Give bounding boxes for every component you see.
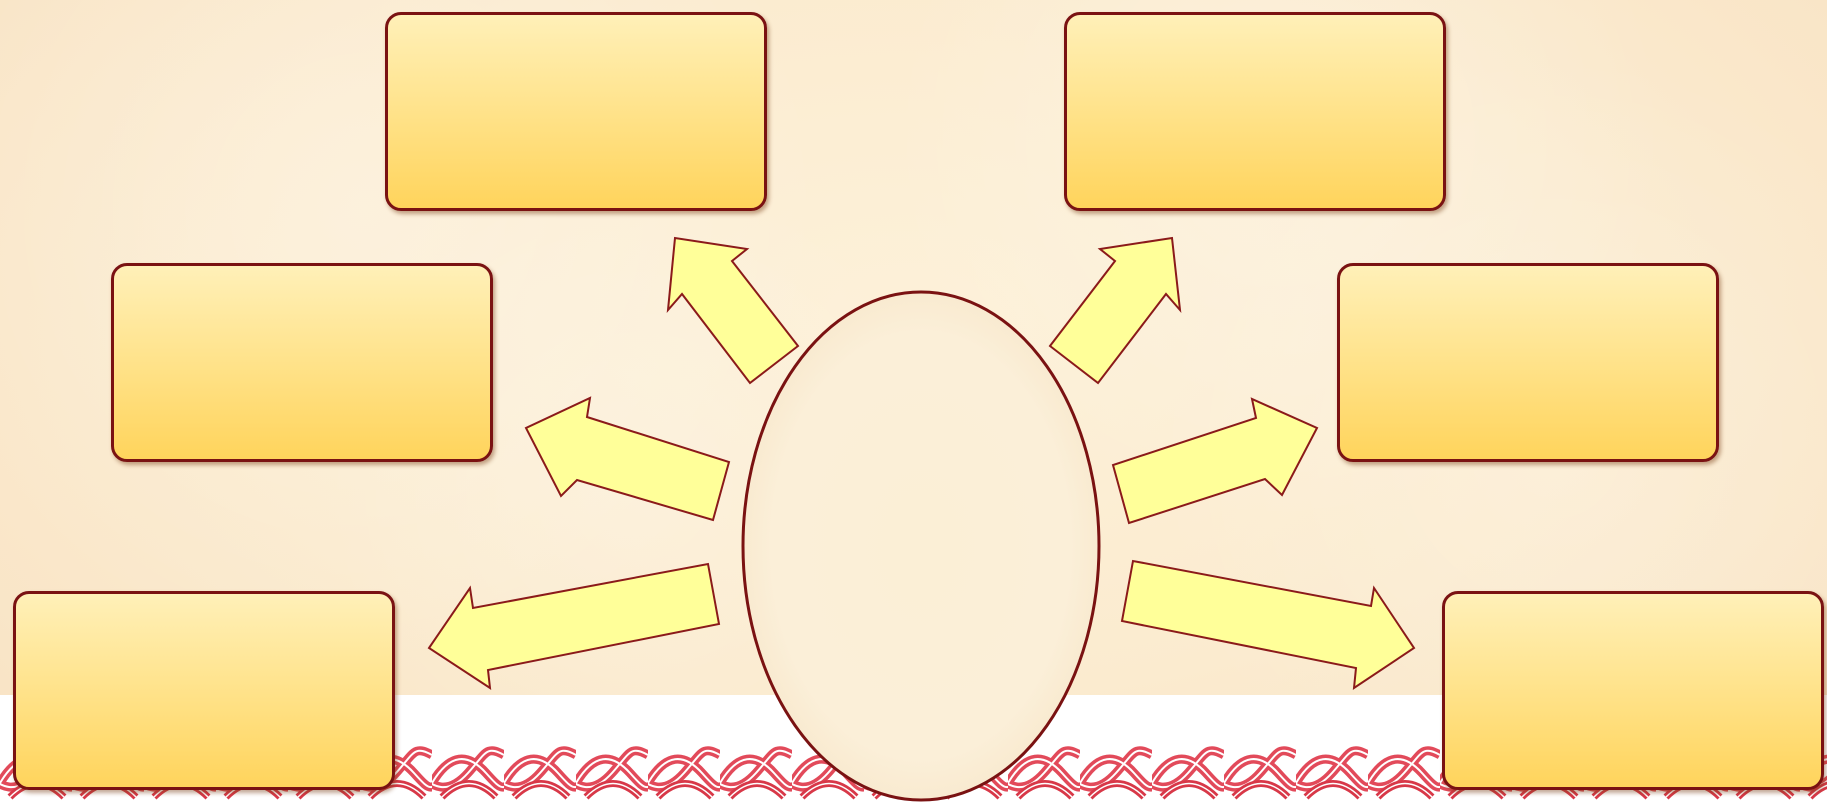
arrow-to-middle-left (524, 396, 731, 522)
arrow-to-top-right (1048, 236, 1182, 385)
arrow-to-middle-right (1111, 397, 1319, 525)
node-box-top-left (385, 12, 767, 211)
center-oval (741, 290, 1101, 802)
arrow-to-top-left (666, 236, 800, 385)
node-box-bottom-left (13, 591, 395, 790)
center-node-label (745, 300, 1100, 800)
node-box-bottom-right (1442, 591, 1824, 790)
node-box-middle-right (1337, 263, 1719, 462)
node-box-middle-left (111, 263, 493, 462)
arrow-to-bottom-left (427, 562, 721, 691)
arrow-to-bottom-right (1120, 559, 1416, 691)
node-box-top-right (1064, 12, 1446, 211)
